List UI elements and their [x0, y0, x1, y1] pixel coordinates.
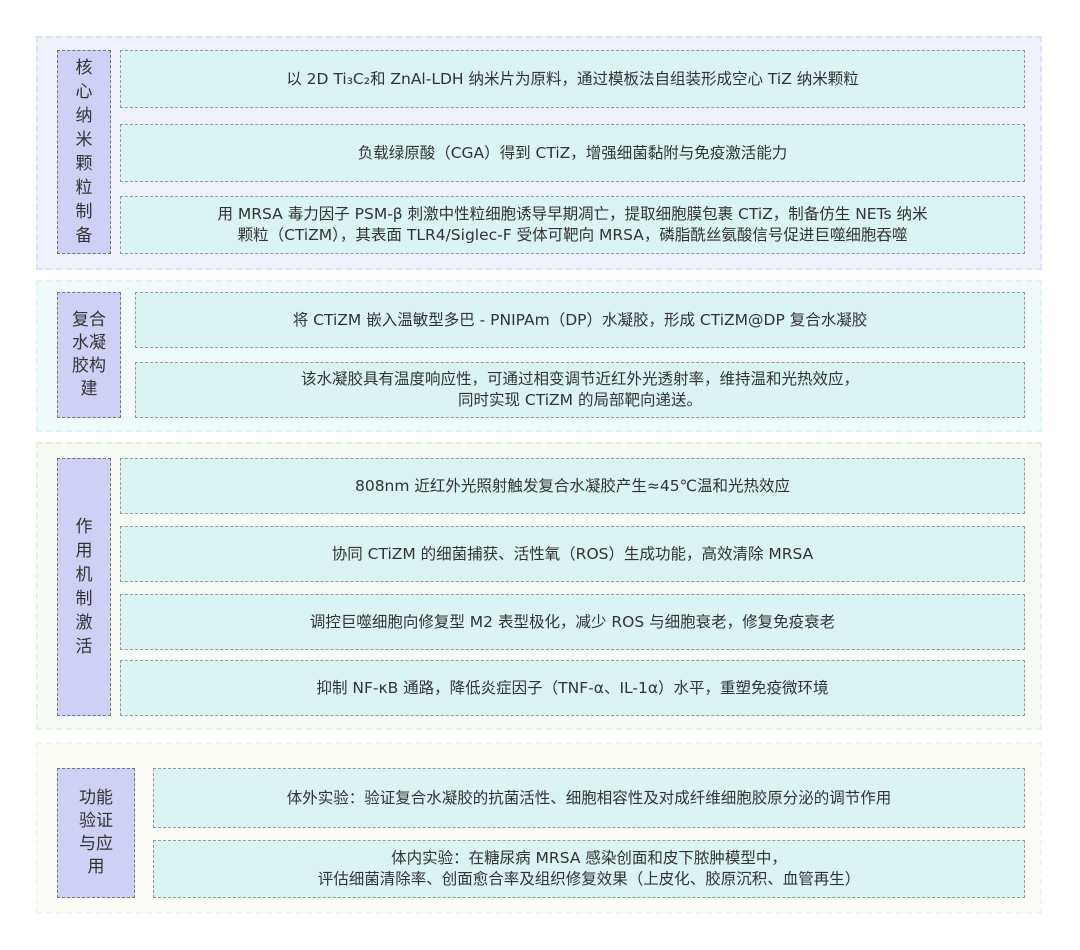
step-box: 体内实验：在糖尿病 MRSA 感染创面和皮下脓肿模型中， 评估细菌清除率、创面愈… [153, 840, 1025, 898]
step-box: 抑制 NF-κB 通路，降低炎症因子（TNF-α、IL-1α）水平，重塑免疫微环… [120, 660, 1025, 716]
step-box: 体外实验：验证复合水凝胶的抗菌活性、细胞相容性及对成纤维细胞胶原分泌的调节作用 [153, 768, 1025, 828]
section-label: 作 用 机 制 激 活 [57, 458, 111, 716]
section-label: 复合 水凝 胶构 建 [57, 292, 121, 418]
step-box: 该水凝胶具有温度响应性，可通过相变调节近红外光透射率，维持温和光热效应， 同时实… [135, 362, 1025, 418]
step-box: 808nm 近红外光照射触发复合水凝胶产生≈45℃温和光热效应 [120, 458, 1025, 514]
step-box: 调控巨噬细胞向修复型 M2 表型极化，减少 ROS 与细胞衰老，修复免疫衰老 [120, 594, 1025, 650]
step-box: 协同 CTiZM 的细菌捕获、活性氧（ROS）生成功能，高效清除 MRSA [120, 526, 1025, 582]
step-box: 用 MRSA 毒力因子 PSM-β 刺激中性粒细胞诱导早期凋亡，提取细胞膜包裹 … [120, 196, 1025, 254]
step-box: 以 2D Ti₃C₂和 ZnAl-LDH 纳米片为原料，通过模板法自组装形成空心… [120, 50, 1025, 108]
section-label: 功能 验证 与应 用 [57, 768, 135, 898]
step-box: 将 CTiZM 嵌入温敏型多巴 - PNIPAm（DP）水凝胶，形成 CTiZM… [135, 292, 1025, 348]
step-box: 负载绿原酸（CGA）得到 CTiZ，增强细菌黏附与免疫激活能力 [120, 124, 1025, 182]
section-label: 核 心 纳 米 颗 粒 制 备 [57, 50, 111, 254]
